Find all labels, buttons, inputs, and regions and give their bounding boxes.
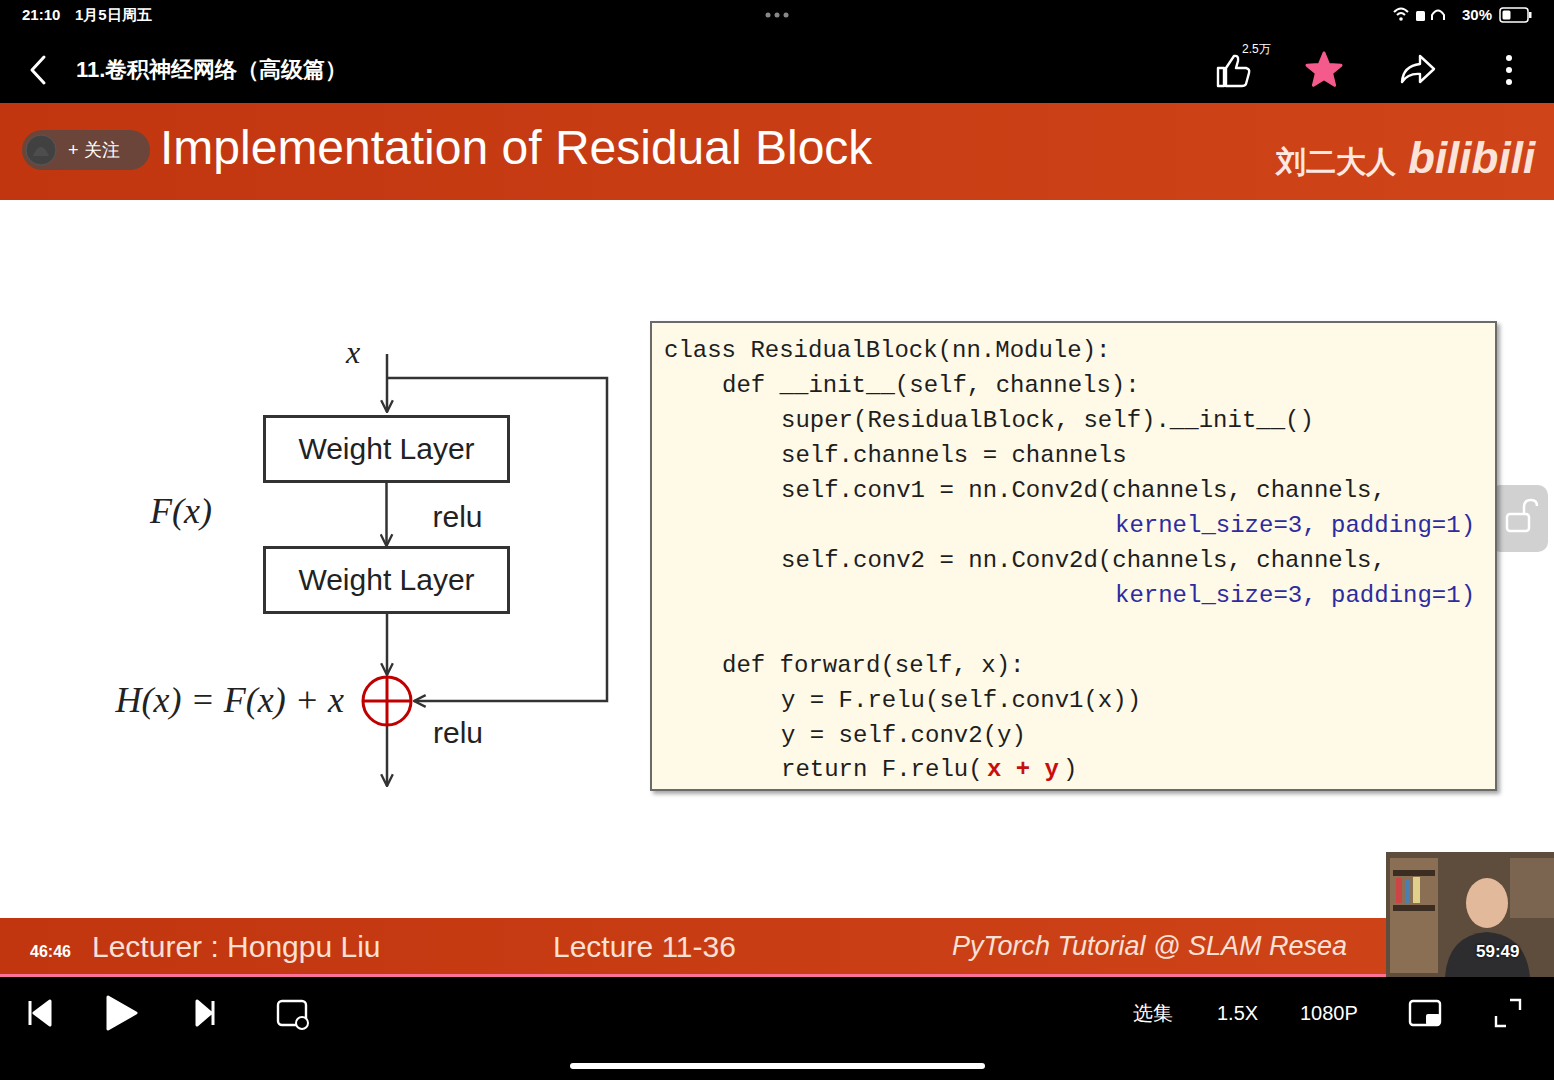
- code-line: def forward(self, x):: [722, 652, 1024, 680]
- slide-header-band: [0, 103, 1554, 200]
- screen-lock-button: [1507, 514, 1529, 531]
- previous-button: [30, 1001, 50, 1025]
- residual-function: F(x): [150, 491, 212, 532]
- video-title: 11.卷积神经网络（高级篇）: [76, 57, 347, 82]
- code-line: ): [1063, 756, 1077, 784]
- webcam-video: [1510, 858, 1554, 918]
- webcam-video: [1466, 878, 1508, 928]
- code-line: self.conv1 = nn.Conv2d(channels, channel…: [781, 477, 1386, 505]
- follow-button: + 关注: [22, 130, 150, 170]
- headphone-icon: [1432, 11, 1444, 21]
- lock-status-icon: [1416, 11, 1425, 21]
- code-line: y = F.relu(self.conv1(x)): [781, 687, 1141, 715]
- battery-icon: [1529, 12, 1532, 18]
- slide-title: Implementation of Residual Block: [160, 120, 872, 175]
- progress-bar: [0, 974, 1386, 977]
- layer-label: Weight Layer: [298, 563, 474, 598]
- mini-window-button: [1426, 1014, 1440, 1025]
- battery-icon: [1500, 8, 1528, 22]
- lecturer-footer: Lecturer : Hongpu Liu: [92, 930, 381, 965]
- block-equation: H(x) = F(x) + x: [116, 680, 344, 721]
- fullscreen-exit-button: [1496, 1000, 1520, 1026]
- episode-button: 选集: [1133, 1002, 1173, 1025]
- danmaku-toggle: [296, 1017, 308, 1029]
- total-time: 59:49: [1476, 942, 1519, 962]
- output-arrow: [386, 725, 389, 786]
- like-icon: [1218, 56, 1249, 86]
- wifi-icon: [1394, 9, 1408, 16]
- webcam-video: [1393, 870, 1435, 876]
- lecture-number: Lecture 11-36: [553, 930, 736, 965]
- more-icon: [1506, 67, 1512, 73]
- layer-label: Weight Layer: [298, 432, 474, 467]
- next-button: [197, 1001, 213, 1025]
- code-line: def __init__(self, channels):: [722, 372, 1140, 400]
- weight-layer-box: Weight Layer: [263, 415, 510, 483]
- handle-dot: [766, 13, 771, 18]
- webcam-video: [1405, 880, 1410, 903]
- webcam-video: [1396, 878, 1402, 903]
- button-label: + 关注: [68, 140, 120, 161]
- sum-symbol: [363, 677, 411, 725]
- code-line: super(ResidualBlock, self).__init__(): [781, 407, 1314, 435]
- favorite-star: [1307, 53, 1341, 85]
- author-watermark: 刘二大人: [1276, 145, 1396, 180]
- site-logo: bilibili: [1408, 133, 1535, 184]
- sum-symbol: [386, 677, 389, 725]
- quality-button: 1080P: [1300, 1002, 1358, 1025]
- weight-layer-box: Weight Layer: [263, 546, 510, 614]
- flow-arrow: [386, 614, 389, 675]
- screen-lock-button: [1490, 485, 1548, 552]
- more-icon: [1506, 79, 1512, 85]
- input-symbol: x: [346, 334, 360, 371]
- handle-dot: [775, 13, 780, 18]
- code-line: y = self.conv2(y): [781, 722, 1026, 750]
- screen-lock-button: [1524, 500, 1537, 514]
- flow-arrow: [385, 483, 388, 546]
- code-line: kernel_size=3, padding=1): [1115, 512, 1475, 540]
- wifi-icon: [1399, 17, 1403, 21]
- status-time: 21:10: [22, 6, 60, 23]
- top-bar: [0, 0, 1554, 103]
- webcam-video: [1390, 858, 1438, 973]
- more-icon: [1506, 55, 1512, 61]
- like-count: 2.5万: [1242, 43, 1271, 57]
- webcam-video: [1413, 877, 1420, 903]
- webcam-video: [1445, 932, 1530, 977]
- code-line: self.channels = channels: [781, 442, 1127, 470]
- slide-footer-band: [0, 918, 1554, 977]
- code-line: class ResidualBlock(nn.Module):: [664, 337, 1110, 365]
- player-controls-bar: [0, 977, 1554, 1080]
- activation-label: relu: [433, 716, 483, 751]
- battery-level: 30%: [1462, 6, 1492, 23]
- status-date: 1月5日周五: [75, 6, 152, 23]
- input-arrow: [386, 354, 389, 412]
- code-line: self.conv2 = nn.Conv2d(channels, channel…: [781, 547, 1386, 575]
- mini-window-button: [1410, 1001, 1440, 1025]
- code-line: return F.relu(: [781, 756, 983, 784]
- back-arrow: [32, 57, 44, 83]
- battery-icon: [1503, 11, 1511, 20]
- elapsed-time: 46:46: [30, 943, 71, 961]
- speed-button: 1.5X: [1217, 1002, 1258, 1025]
- code-line: kernel_size=3, padding=1): [1115, 582, 1475, 610]
- code-listing: class ResidualBlock(nn.Module): def __ini…: [650, 321, 1497, 791]
- handle-dot: [784, 13, 789, 18]
- home-indicator: [570, 1063, 985, 1069]
- activation-label: relu: [433, 499, 483, 534]
- course-footer: PyTorch Tutorial @ SLAM Resea: [952, 931, 1347, 962]
- webcam-video: [1386, 852, 1554, 977]
- webcam-video: [1393, 905, 1435, 911]
- share-icon: [1402, 56, 1434, 82]
- slide-body: [0, 200, 1554, 918]
- code-line: x + y: [987, 756, 1059, 784]
- play-button: [108, 997, 136, 1029]
